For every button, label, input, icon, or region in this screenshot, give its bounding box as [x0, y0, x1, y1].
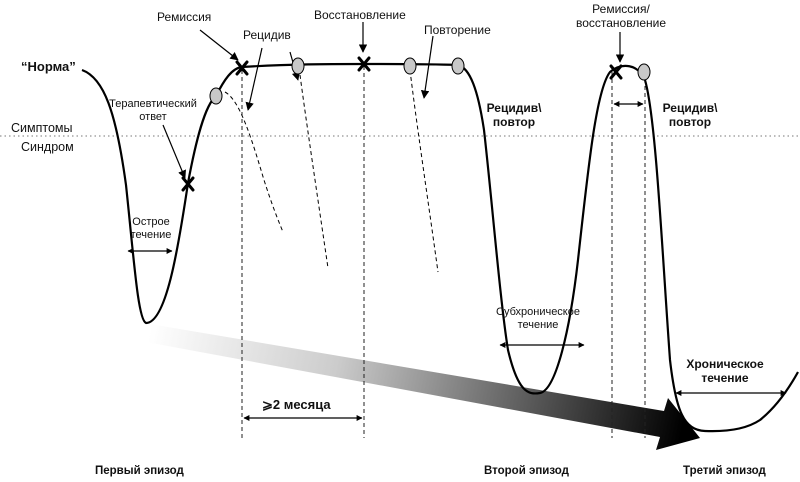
recovery-label: Восстановление — [314, 8, 406, 22]
episode-3-label: Третий эпизод — [683, 465, 766, 477]
remission-recovery-label: Ремиссия/ восстановление — [566, 2, 676, 30]
acute-course-line-1: Острое — [132, 216, 170, 228]
x-marker-recovery — [357, 56, 371, 72]
x-marker-therapeutic — [181, 176, 195, 192]
measure-arrows — [127, 101, 787, 421]
relapse-recurrence-label-1: Рецидив\ повтор — [476, 101, 552, 129]
oval-markers — [209, 57, 651, 105]
episode-1-label: Первый эпизод — [95, 465, 184, 477]
symptoms-label: Симптомы — [11, 121, 73, 135]
norma-label: “Норма” — [21, 59, 76, 74]
recurrence-label: Повторение — [424, 23, 491, 37]
x-marker-remission — [235, 60, 249, 76]
episode-2-label: Второй эпизод — [484, 465, 569, 477]
relapse-recurrence-2-line-1: Рецидив\ — [662, 101, 718, 115]
therapeutic-response-line-1: Терапевтический — [109, 98, 197, 110]
acute-course-line-2: течение — [130, 229, 172, 241]
pointer-arrows — [162, 22, 625, 179]
chronic-course-label: Хроническое течение — [670, 357, 780, 385]
syndrome-label: Синдром — [21, 140, 74, 154]
x-markers — [181, 56, 623, 192]
progression-arrow — [146, 324, 700, 450]
remission-recovery-line-1: Ремиссия/ — [592, 2, 650, 16]
vertical-guides — [241, 66, 646, 438]
x-marker-remission-recovery — [609, 64, 623, 80]
oval-marker-relapse — [291, 57, 305, 75]
therapeutic-response-line-2: ответ — [139, 111, 167, 123]
duration-label: ⩾2 месяца — [262, 397, 331, 412]
relapse-recurrence-1-line-1: Рецидив\ — [486, 101, 542, 115]
relapse-recurrence-2-line-2: повтор — [668, 115, 712, 129]
oval-marker-response — [209, 87, 223, 105]
relapse-recurrence-1-line-2: повтор — [492, 115, 536, 129]
chronic-course-line-2: течение — [701, 371, 749, 385]
course-curve — [81, 62, 799, 433]
acute-course-label: Острое течение — [118, 216, 184, 242]
subchronic-course-label: Субхроническое течение — [488, 306, 588, 332]
oval-marker-relapse-2 — [637, 63, 651, 81]
remission-label: Ремиссия — [157, 10, 212, 24]
oval-marker-recurrence-1 — [403, 57, 417, 75]
relapse-label: Рецидив — [243, 28, 291, 42]
oval-marker-recurrence-2 — [451, 57, 465, 75]
subchronic-course-line-1: Субхроническое — [496, 306, 580, 318]
remission-recovery-line-2: восстановление — [575, 16, 667, 30]
chronic-course-line-1: Хроническое — [686, 357, 764, 371]
subchronic-course-line-2: течение — [517, 319, 559, 331]
alternative-branches — [224, 69, 439, 273]
therapeutic-response-label: Терапевтический ответ — [106, 98, 200, 124]
relapse-recurrence-label-2: Рецидив\ повтор — [652, 101, 728, 129]
